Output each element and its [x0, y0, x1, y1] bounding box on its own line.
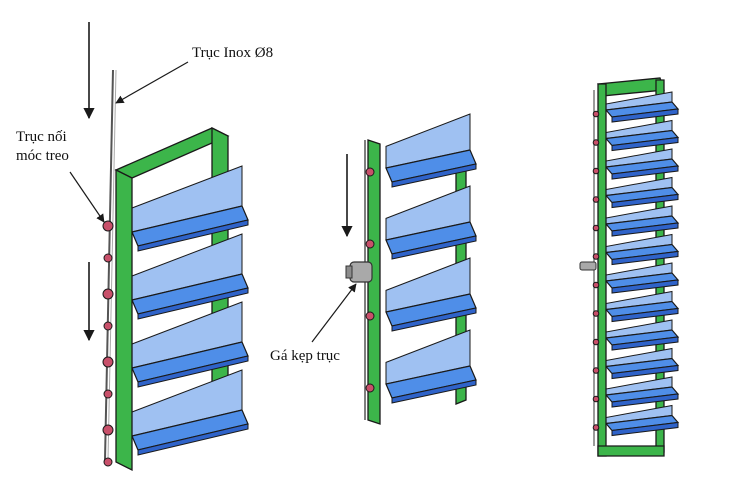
hinge-pin	[592, 310, 600, 317]
hinge-pin	[592, 424, 600, 431]
louver-slat	[604, 148, 680, 180]
tall-louver-slats	[604, 91, 680, 437]
louver-slat	[604, 347, 680, 380]
hook-hinges	[592, 110, 600, 431]
louver-slat	[604, 376, 680, 408]
louver-slat	[604, 119, 680, 152]
large-louver-slats	[131, 165, 249, 456]
large-louver-assembly	[69, 22, 249, 472]
louver-slat	[131, 301, 249, 388]
louver-slat	[385, 257, 477, 332]
hinge-pin	[592, 338, 600, 346]
louver-slat	[604, 91, 680, 123]
louver-slat	[604, 233, 680, 266]
louver-slat	[604, 319, 680, 351]
hinge-pin	[592, 110, 600, 118]
hook-label-line-1: Trục nối	[16, 129, 67, 145]
frame-bottom-rail	[597, 445, 665, 457]
hinge-pin	[592, 167, 600, 175]
frame-left-post	[115, 168, 133, 472]
hinge-pin	[365, 311, 375, 321]
louver-slat	[604, 404, 680, 437]
hinge-pin	[365, 167, 375, 177]
louver-slat	[385, 185, 477, 260]
hinge-pin	[102, 424, 114, 436]
hinge-pin	[365, 383, 375, 393]
shaft-clamp	[579, 261, 597, 271]
hinge-pin	[103, 321, 113, 331]
hinge-pin	[103, 253, 113, 263]
louver-slat	[385, 113, 477, 188]
louver-slat	[385, 329, 477, 404]
hinge-pin	[592, 139, 600, 146]
stainless-shaft-label: Trục Inox Ø8	[192, 45, 274, 61]
hinge-pin	[592, 281, 600, 289]
louver-slat	[131, 165, 249, 252]
hinge-pin	[592, 224, 600, 232]
frame-top-rail	[114, 127, 230, 179]
clamp-leader-line	[311, 283, 357, 343]
shaft-clamp	[349, 261, 373, 283]
louver-slat	[604, 205, 680, 237]
hinge-pin	[592, 395, 600, 403]
hook-shaft-label: Trục nối móc treo	[16, 128, 69, 166]
frame-left-post	[597, 83, 607, 457]
frame-top-rail	[597, 77, 665, 97]
shaft-leader-line	[115, 61, 189, 104]
hook-label-line-2: móc treo	[16, 148, 69, 164]
hinge-pin	[102, 356, 114, 368]
tall-louver-assembly	[579, 77, 680, 457]
hinge-pin	[102, 288, 114, 300]
medium-louver-slats	[385, 113, 477, 404]
hinge-pin	[592, 253, 600, 260]
hook-leader-line	[69, 171, 105, 223]
louver-slat	[604, 176, 680, 209]
hinge-pin	[592, 196, 600, 203]
frame-left-post	[367, 139, 381, 425]
hook-hinges	[365, 167, 375, 393]
hinge-pin	[592, 367, 600, 374]
louver-slat	[604, 290, 680, 323]
hinge-pin	[103, 457, 113, 467]
louver-slat	[604, 262, 680, 294]
medium-louver-assembly	[311, 113, 477, 425]
hook-hinges	[102, 220, 114, 467]
hinge-pin	[102, 220, 114, 232]
hinge-pin	[103, 389, 113, 399]
hinge-pin	[365, 239, 375, 249]
shaft-clamp-label: Gá kẹp trục	[270, 348, 340, 364]
